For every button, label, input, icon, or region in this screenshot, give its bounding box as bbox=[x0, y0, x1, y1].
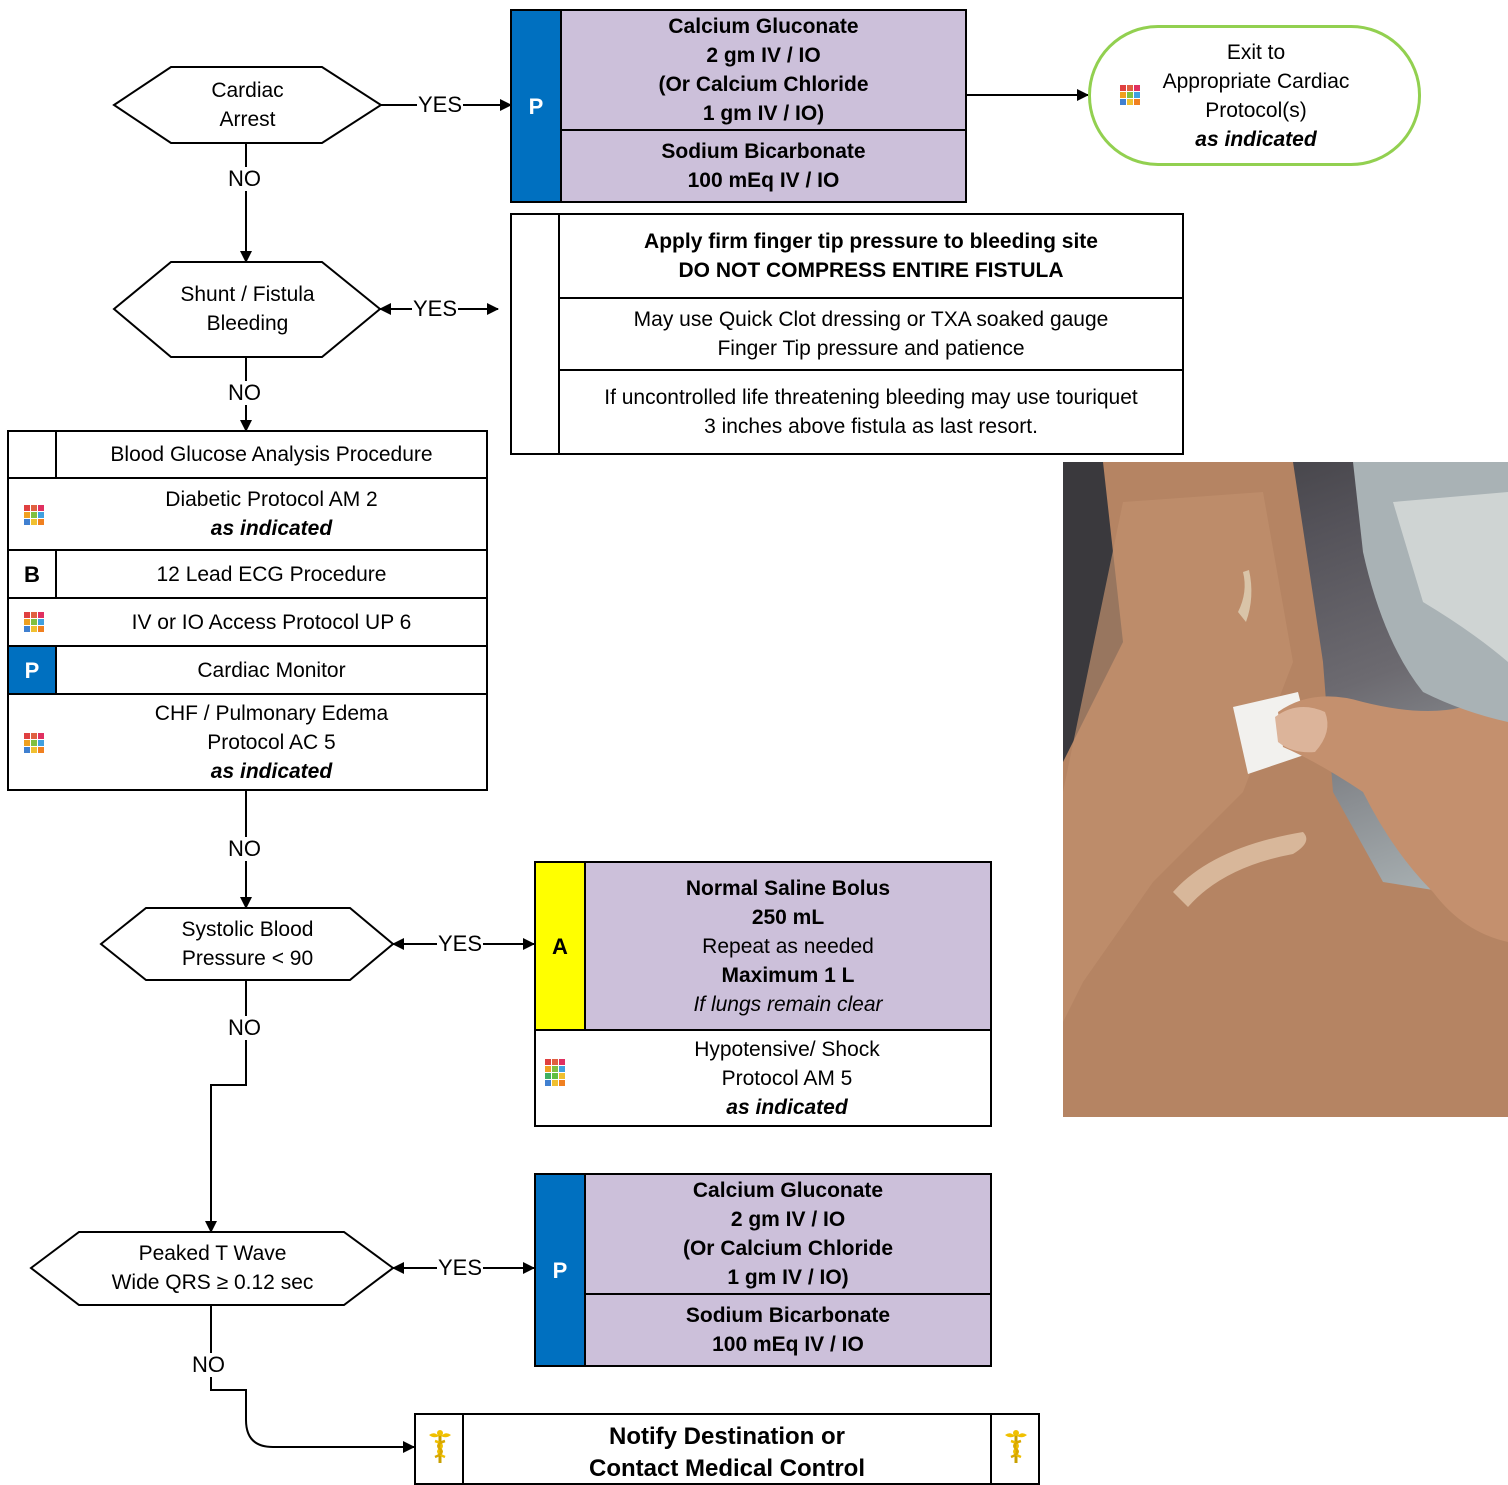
iv-icon-cell bbox=[9, 599, 57, 647]
edge-label-yes: YES bbox=[417, 92, 464, 117]
decision-peaked-t-shape bbox=[29, 1231, 395, 1306]
edge-label-no: NO bbox=[227, 836, 262, 861]
notify-medical-control-box: Notify Destination or Contact Medical Co… bbox=[414, 1413, 1040, 1485]
procedures-box: Blood Glucose Analysis Procedure Diabeti… bbox=[7, 430, 488, 791]
decision-shunt-bleeding: Shunt / Fistula Bleeding bbox=[160, 280, 335, 338]
bleeding-level-column bbox=[512, 215, 560, 453]
decision-peaked-t-text: Peaked T Wave Wide QRS ≥ 0.12 sec bbox=[111, 1242, 314, 1294]
protocol-grid-icon bbox=[1120, 85, 1140, 105]
iv-access-cell[interactable]: IV or IO Access Protocol UP 6 bbox=[57, 599, 486, 647]
sodium-bicarbonate-cell: Sodium Bicarbonate 100 mEq IV / IO bbox=[560, 131, 965, 201]
edge-label-yes: YES bbox=[412, 296, 459, 321]
decision-cardiac-arrest-shape bbox=[112, 66, 383, 144]
ecg-procedure-cell: 12 Lead ECG Procedure bbox=[57, 551, 486, 599]
normal-saline-cell: Normal Saline Bolus 250 mL Repeat as nee… bbox=[584, 863, 990, 1031]
edge-label-yes: YES bbox=[437, 931, 484, 956]
diabetic-protocol-cell[interactable]: Diabetic Protocol AM 2 as indicated bbox=[57, 479, 486, 551]
saline-bolus-box: A Normal Saline Bolus 250 mL Repeat as n… bbox=[534, 861, 992, 1127]
level-badge-basic: B bbox=[9, 551, 57, 599]
blood-glucose-cell: Blood Glucose Analysis Procedure bbox=[57, 432, 486, 479]
calcium-gluconate-cell: Calcium Gluconate 2 gm IV / IO (Or Calci… bbox=[584, 1175, 990, 1295]
edge-label-no: NO bbox=[227, 1015, 262, 1040]
protocol-grid-icon bbox=[24, 505, 44, 525]
cardiac-arrest-treatment-box: P Calcium Gluconate 2 gm IV / IO (Or Cal… bbox=[510, 9, 967, 203]
chf-protocol-cell[interactable]: CHF / Pulmonary Edema Protocol AC 5 as i… bbox=[154, 701, 389, 783]
decision-cardiac-arrest-text: Cardiac Arrest bbox=[211, 79, 284, 131]
edge-label-yes: YES bbox=[437, 1255, 484, 1280]
decision-sbp-text: Systolic Blood Pressure < 90 bbox=[181, 918, 314, 970]
fistula-photo-illustration bbox=[1063, 462, 1508, 1117]
diabetic-icon-cell bbox=[9, 479, 57, 551]
procedure-level-cell bbox=[9, 432, 57, 479]
level-badge-paramedic: P bbox=[9, 647, 57, 695]
caduceus-icon bbox=[429, 1430, 451, 1463]
protocol-grid-icon bbox=[545, 1059, 565, 1086]
edge-label-no: NO bbox=[191, 1352, 226, 1377]
exit-cardiac-protocol-box[interactable]: Exit to Appropriate Cardiac Protocol(s) … bbox=[1088, 25, 1421, 166]
fistula-bleeding-treatment-box: Apply firm finger tip pressure to bleedi… bbox=[510, 213, 1184, 455]
level-badge-aemt: A bbox=[536, 863, 584, 1031]
hypotensive-icon-cell bbox=[536, 1031, 584, 1125]
exit-box-text: Exit to Appropriate Cardiac Protocol(s) … bbox=[1162, 41, 1350, 151]
hypotensive-protocol-cell[interactable]: Hypotensive/ Shock Protocol AM 5 as indi… bbox=[694, 1037, 880, 1119]
decision-shunt-bleeding-text: Shunt / Fistula Bleeding bbox=[180, 283, 315, 335]
caduceus-cell-right bbox=[990, 1415, 1038, 1485]
fistula-pressure-photo bbox=[1063, 462, 1508, 1117]
decision-sbp: Systolic Blood Pressure < 90 bbox=[140, 915, 355, 973]
decision-shunt-bleeding-shape bbox=[112, 261, 382, 358]
decision-peaked-t: Peaked T Wave Wide QRS ≥ 0.12 sec bbox=[70, 1239, 355, 1297]
sodium-bicarbonate-cell: Sodium Bicarbonate 100 mEq IV / IO bbox=[584, 1295, 990, 1365]
tourniquet-cell: If uncontrolled life threatening bleedin… bbox=[604, 386, 1138, 438]
decision-sbp-shape bbox=[99, 907, 395, 981]
chf-icon-cell bbox=[9, 695, 57, 789]
caduceus-cell-left bbox=[416, 1415, 464, 1485]
cardiac-monitor-cell: Cardiac Monitor bbox=[57, 647, 486, 695]
edge-label-no: NO bbox=[227, 166, 262, 191]
level-badge-paramedic: P bbox=[536, 1175, 584, 1365]
caduceus-icon bbox=[1005, 1430, 1027, 1463]
connector-peaked-no bbox=[210, 1305, 415, 1453]
peaked-t-treatment-box: P Calcium Gluconate 2 gm IV / IO (Or Cal… bbox=[534, 1173, 992, 1367]
calcium-gluconate-cell: Calcium Gluconate 2 gm IV / IO (Or Calci… bbox=[560, 11, 965, 131]
edge-label-no: NO bbox=[227, 380, 262, 405]
decision-cardiac-arrest: Cardiac Arrest bbox=[160, 76, 335, 134]
level-badge-paramedic: P bbox=[512, 11, 560, 201]
finger-pressure-cell: Apply firm finger tip pressure to bleedi… bbox=[560, 215, 1182, 299]
protocol-grid-icon bbox=[24, 733, 44, 753]
quick-clot-cell: May use Quick Clot dressing or TXA soake… bbox=[560, 299, 1182, 371]
notify-text-cell: Notify Destination or Contact Medical Co… bbox=[588, 1423, 865, 1482]
protocol-grid-icon bbox=[24, 612, 44, 632]
